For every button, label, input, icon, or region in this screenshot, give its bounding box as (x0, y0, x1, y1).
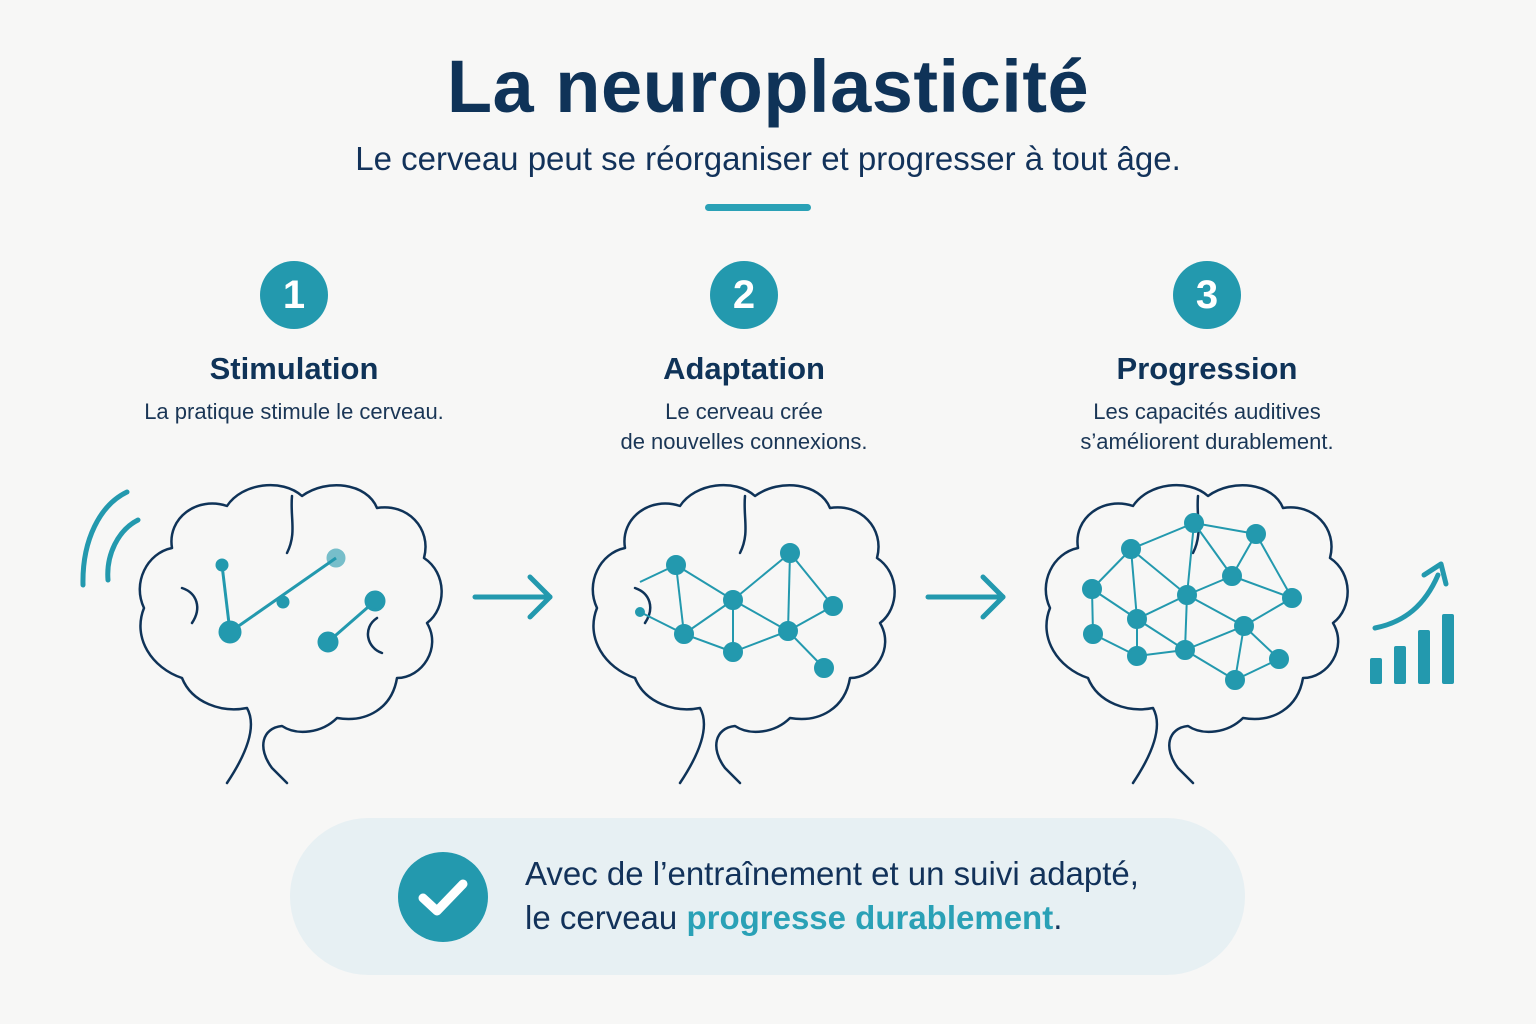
page-title: La neuroplasticité (446, 45, 1090, 128)
summary-suffix: . (1053, 899, 1063, 936)
step-number-badge: 3 (1173, 261, 1241, 329)
step-description-line: de nouvelles connexions. (620, 429, 868, 454)
summary-prefix: le cerveau (525, 899, 687, 936)
step-description: Les capacités auditives s’améliorent dur… (997, 397, 1417, 457)
step-description-line: s’améliorent durablement. (1080, 429, 1334, 454)
arrow-right-icon (472, 574, 553, 620)
checkmark-badge (398, 852, 488, 942)
arrow-right-icon (925, 574, 1006, 620)
neural-network (635, 543, 843, 678)
step-number-badge: 2 (710, 261, 778, 329)
step-description-line: Les capacités auditives (1093, 399, 1321, 424)
step-progression: 3 Progression Les capacités auditives s’… (997, 261, 1417, 457)
growth-chart-icon (1370, 561, 1454, 684)
brain-icon (138, 483, 443, 785)
neural-connections (215, 548, 386, 653)
step-title: Adaptation (663, 351, 825, 386)
summary-line-1: Avec de l’entraînement et un suivi adapt… (525, 855, 1139, 892)
step-stimulation: 1 Stimulation La pratique stimule le cer… (84, 261, 504, 427)
sound-waves-icon (80, 489, 141, 588)
step-description: La pratique stimule le cerveau. (84, 397, 504, 427)
step-description-line: Le cerveau crée (665, 399, 823, 424)
title-underline (705, 204, 811, 211)
brain-icon (591, 483, 896, 785)
summary-line-2: le cerveau progresse durablement. (525, 896, 1139, 940)
summary-text: Avec de l’entraînement et un suivi adapt… (525, 852, 1139, 940)
neural-network-dense (1082, 513, 1302, 690)
step-title: Stimulation (209, 351, 379, 386)
step-description-line: La pratique stimule le cerveau. (144, 399, 444, 424)
summary-highlight: progresse durablement (686, 899, 1054, 936)
step-number-badge: 1 (260, 261, 328, 329)
step-description: Le cerveau crée de nouvelles connexions. (534, 397, 954, 457)
step-adaptation: 2 Adaptation Le cerveau crée de nouvelle… (534, 261, 954, 457)
checkmark-icon (418, 879, 468, 916)
step-title: Progression (1116, 351, 1298, 386)
summary-banner: Avec de l’entraînement et un suivi adapt… (290, 818, 1245, 975)
page-subtitle: Le cerveau peut se réorganiser et progre… (355, 140, 1181, 177)
